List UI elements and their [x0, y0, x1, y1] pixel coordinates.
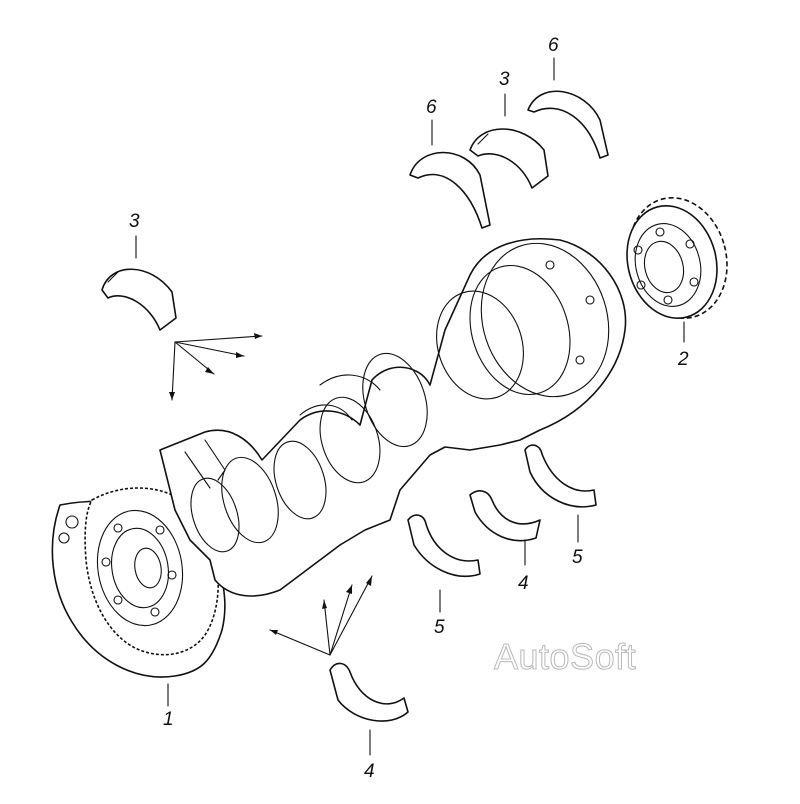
callout-4-bottom: 4	[364, 761, 375, 782]
callout-1: 1	[163, 709, 174, 730]
direction-arrows-upper	[169, 333, 263, 401]
callout-6-left: 6	[426, 97, 437, 118]
thrust-washer-6-right	[527, 57, 609, 159]
watermark-text: AutoSoft	[493, 636, 637, 678]
bearing-shell-4-mid	[469, 490, 541, 566]
timing-gear-part-2	[626, 196, 728, 343]
thrust-washer-6-left	[409, 119, 491, 229]
bearing-shell-5-right	[524, 444, 597, 543]
callout-5-right: 5	[572, 547, 583, 568]
bearing-shell-3-top	[469, 93, 549, 189]
callout-3-top: 3	[499, 69, 510, 90]
callout-2: 2	[678, 349, 689, 370]
callout-5-left: 5	[434, 617, 445, 638]
bearing-shell-4-bottom	[329, 662, 409, 756]
bearing-shell-3-left	[101, 235, 177, 331]
callout-4-mid: 4	[518, 573, 529, 594]
callout-6-right: 6	[548, 35, 559, 56]
bearing-shell-5-left	[407, 514, 481, 613]
direction-arrows-lower	[269, 575, 373, 656]
callout-3-left: 3	[129, 211, 140, 232]
crankshaft-body	[159, 237, 627, 597]
